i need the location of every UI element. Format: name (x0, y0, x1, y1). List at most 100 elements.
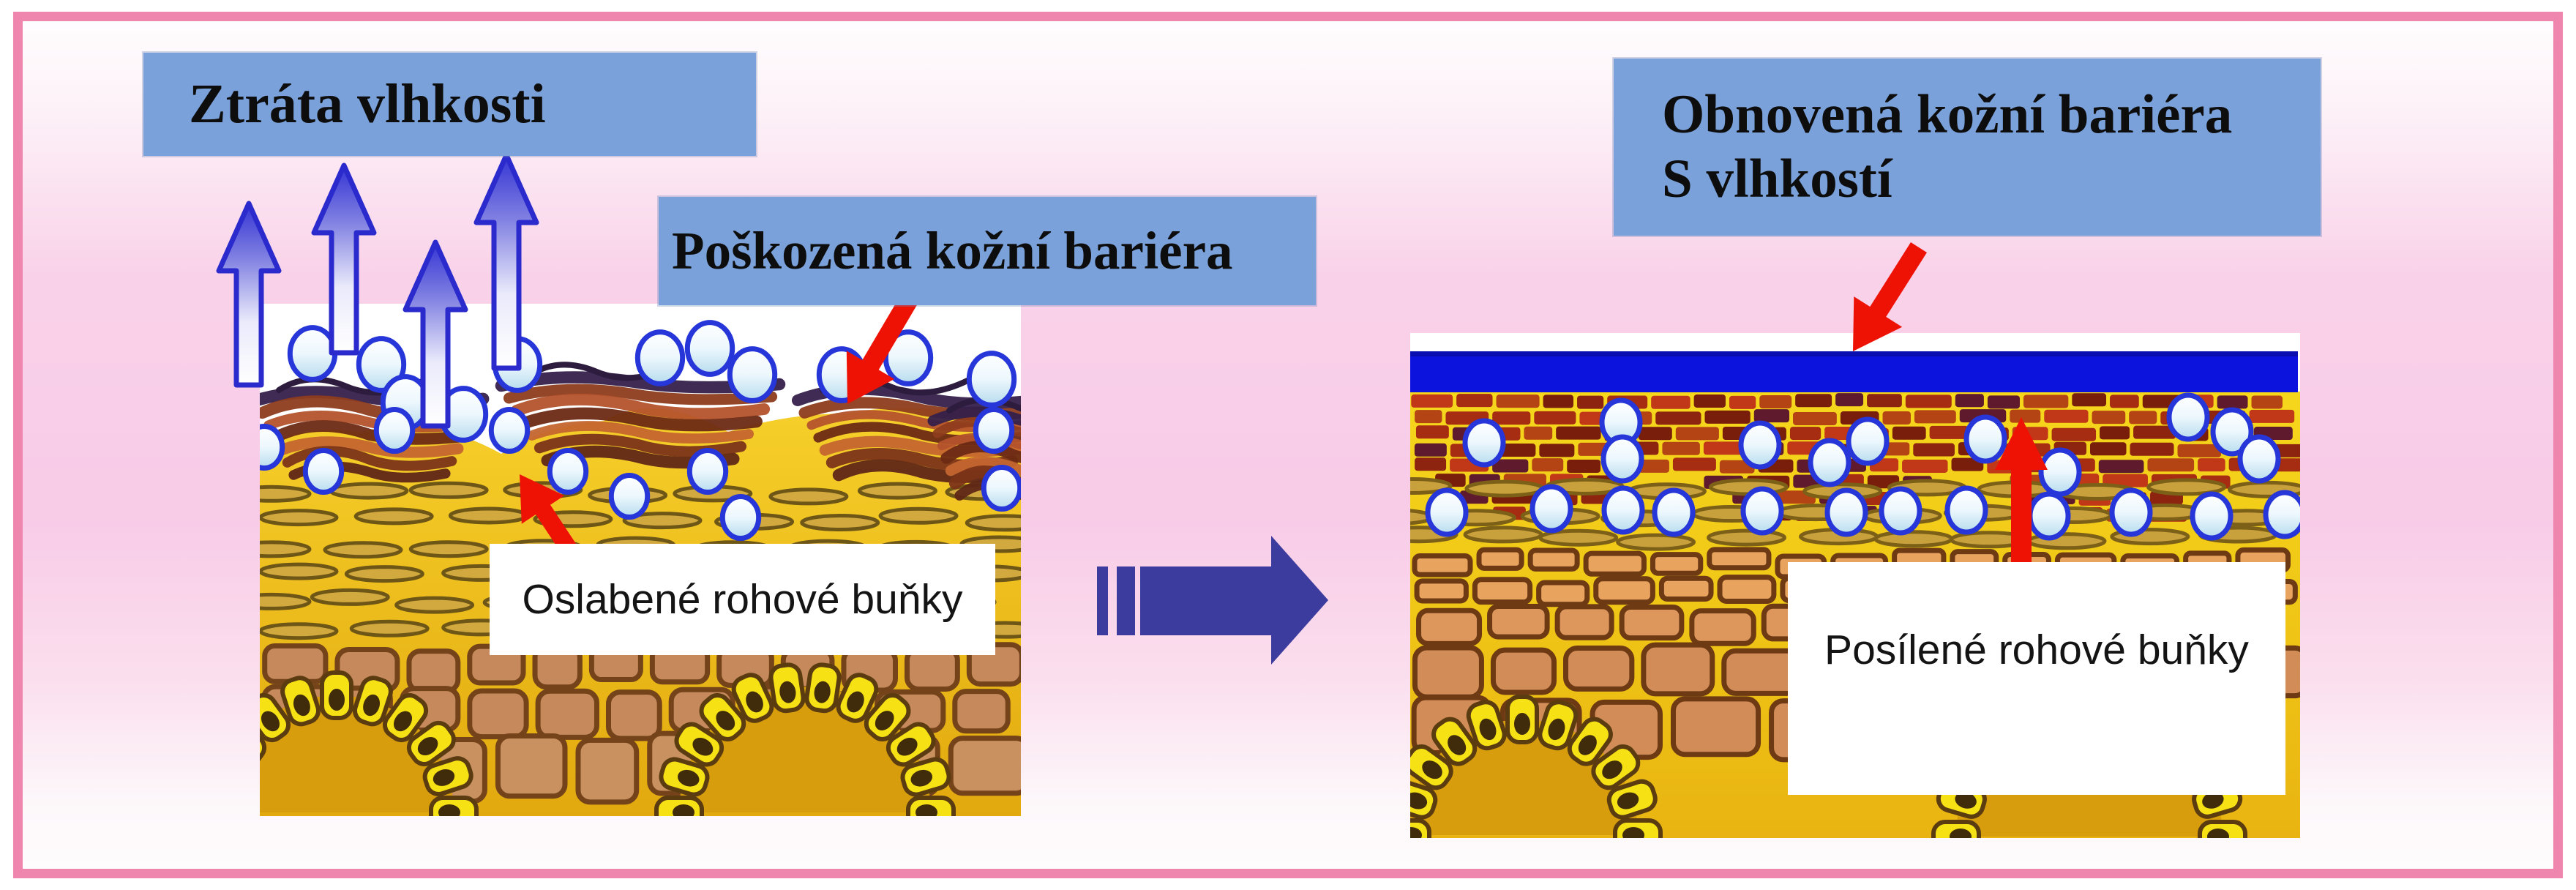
lipid-lamella (349, 619, 430, 637)
basal-cell (1410, 744, 1453, 790)
cell-nucleus (875, 711, 894, 730)
lipid-lamella (1616, 533, 1696, 551)
basal-cell (1538, 700, 1579, 751)
water-droplet-icon (2038, 447, 2082, 497)
basal-cell-arches (260, 662, 956, 816)
skin-cell (1619, 605, 1685, 641)
cell-nucleus (716, 711, 735, 730)
lipid-lamella (448, 506, 528, 525)
skin-cell (1412, 553, 1473, 577)
water-droplet-icon (2190, 491, 2234, 541)
basal-cell (382, 693, 429, 743)
basal-cell (353, 676, 393, 727)
lipid-lamella (260, 540, 312, 558)
lipid-lamella (1463, 526, 1543, 544)
lipid-lamella (1464, 479, 1545, 498)
basal-cell (1410, 818, 1431, 838)
cell-nucleus (1422, 760, 1442, 779)
basal-cell (260, 693, 291, 743)
cell-nucleus (746, 691, 763, 713)
basal-cell (2198, 820, 2247, 838)
skin-cell (262, 643, 329, 684)
water-droplet-icon (1740, 486, 1784, 536)
up-arrow-icon (402, 239, 468, 429)
cell-nucleus (916, 804, 937, 816)
lipid-lamella (353, 507, 434, 526)
basal-cell (320, 670, 353, 720)
cell-nucleus (1514, 713, 1530, 735)
water-droplet-icon (1652, 487, 1696, 537)
basal-cell (1591, 744, 1641, 790)
water-droplet-icon (1963, 414, 2007, 464)
cell-nucleus (393, 711, 413, 732)
water-droplet-icon (883, 329, 934, 386)
skin-cell (406, 648, 461, 694)
water-droplet-icon (684, 320, 735, 377)
water-droplet-icon (719, 494, 762, 541)
cell-nucleus (261, 711, 280, 732)
skin-cell (605, 689, 662, 741)
lipid-lamella (260, 562, 339, 580)
water-droplet-icon (1944, 485, 1988, 535)
skin-cell (952, 689, 1011, 734)
water-droplet-icon (260, 424, 285, 471)
skin-cell (495, 733, 568, 799)
skin-cell (1689, 608, 1756, 646)
cell-nucleus (2207, 829, 2229, 838)
cell-nucleus (1955, 792, 1977, 809)
skin-cell (1487, 603, 1550, 640)
skin-cell (1583, 550, 1647, 577)
basal-cell (768, 662, 806, 714)
basal-cell (1466, 700, 1507, 751)
skin-cell (1563, 645, 1635, 692)
water-droplet-icon (2166, 392, 2210, 442)
cell-nucleus (1950, 829, 1972, 838)
water-droplet-icon (973, 407, 1015, 454)
lipid-lamella (1538, 528, 1619, 547)
water-droplet-icon (1462, 418, 1506, 468)
cell-nucleus (1617, 792, 1639, 809)
lipid-lamella (533, 510, 613, 528)
cell-nucleus (293, 694, 310, 717)
water-droplet-icon (2237, 434, 2281, 484)
moisture-loss-label: Ztráta vlhkosti (189, 72, 546, 135)
damaged-barrier-label: Poškozená kožní bariéra (672, 220, 1233, 280)
cell-nucleus (1602, 760, 1622, 779)
basal-cell (1410, 779, 1438, 820)
strengthened-corneocytes-label-box: Posílené rohové buňky (1788, 562, 2285, 795)
water-droplet-icon (1600, 434, 1644, 484)
basal-cell (886, 722, 936, 767)
barrier-film-bar-icon (1410, 351, 2298, 392)
lipid-lamella (857, 482, 937, 500)
skin-cell (1476, 547, 1524, 571)
cell-nucleus (329, 689, 345, 711)
cell-nucleus (910, 769, 932, 787)
basal-cell (864, 693, 911, 741)
cell-nucleus (896, 737, 918, 756)
cell-nucleus (673, 804, 694, 816)
water-droplet-icon (547, 448, 589, 495)
lipid-lamella (878, 506, 959, 525)
water-droplet-icon (727, 346, 778, 403)
skin-cell (1472, 577, 1533, 605)
water-droplet-icon (2027, 491, 2071, 541)
lipid-lamella (310, 588, 390, 606)
lipid-lamella (1873, 530, 1954, 548)
cell-nucleus (1410, 827, 1422, 838)
basal-cell (1613, 818, 1663, 838)
up-arrow-icon (216, 201, 282, 388)
skin-cell (1414, 578, 1469, 604)
restored-barrier-label-box: Obnovená kožní bariéra S vlhkostí (1614, 59, 2321, 236)
lipid-lamella (323, 541, 403, 559)
cell-nucleus (417, 736, 438, 756)
moisture-loss-label-box: Ztráta vlhkosti (143, 53, 756, 156)
cell-nucleus (692, 737, 714, 756)
basal-cell (1567, 717, 1613, 766)
water-droplet-icon (1824, 487, 1868, 537)
up-arrow-icon (473, 152, 539, 371)
water-droplet-icon (1425, 487, 1469, 537)
basal-cell (280, 676, 321, 727)
skin-cell (1554, 604, 1614, 640)
basal-cell (1606, 779, 1658, 820)
